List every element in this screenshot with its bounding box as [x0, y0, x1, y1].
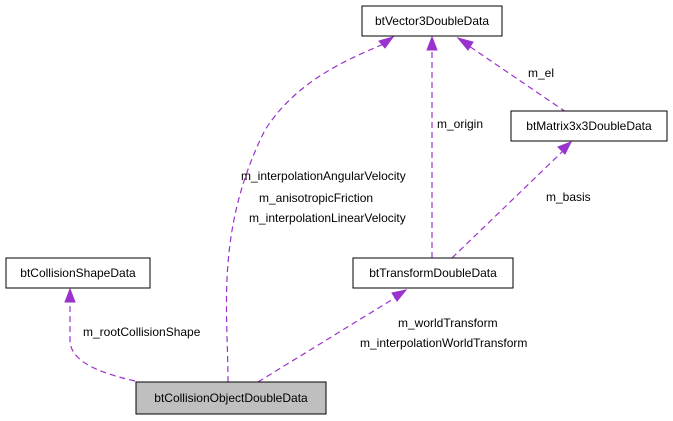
- edge-transform-to-matrix: [451, 149, 565, 259]
- label-interp-angular-velocity: m_interpolationAngularVelocity: [241, 169, 406, 183]
- label-world-transform: m_worldTransform: [398, 316, 498, 330]
- label-interp-linear-velocity: m_interpolationLinearVelocity: [249, 211, 406, 225]
- edge-labels: m_el m_origin m_basis m_interpolationAng…: [83, 66, 591, 350]
- arrowhead-vector3-right: [456, 37, 474, 51]
- arrowhead-shape: [64, 287, 76, 303]
- node-btcollisionshapedata[interactable]: btCollisionShapeData: [5, 257, 151, 289]
- label-anisotropic-friction: m_anisotropicFriction: [259, 191, 373, 205]
- edge-matrix-to-vector3: [465, 43, 567, 113]
- node-btmatrix3x3doubledata-label: btMatrix3x3DoubleData: [526, 119, 652, 133]
- arrowhead-matrix: [557, 141, 573, 155]
- edge-collisionobject-to-vector3: [225, 41, 389, 383]
- label-m-el: m_el: [528, 66, 554, 80]
- edge-collisionobject-to-shape: [69, 300, 136, 382]
- node-bttransformdoubledata-label: btTransformDoubleData: [369, 266, 497, 280]
- arrowhead-vector3-center: [426, 35, 438, 51]
- node-btvector3doubledata[interactable]: btVector3DoubleData: [361, 5, 503, 37]
- edge-collisionobject-to-transform: [257, 295, 399, 383]
- arrowhead-vector3-left: [378, 36, 395, 49]
- node-btcollisionobjectdoubledata[interactable]: btCollisionObjectDoubleData: [135, 381, 327, 415]
- node-btcollisionobjectdoubledata-label: btCollisionObjectDoubleData: [154, 391, 308, 405]
- label-m-origin: m_origin: [437, 117, 483, 131]
- edges: [64, 35, 573, 383]
- label-root-collision-shape: m_rootCollisionShape: [83, 325, 201, 339]
- node-btcollisionshapedata-label: btCollisionShapeData: [20, 266, 136, 280]
- arrowhead-transform: [391, 289, 408, 302]
- node-btvector3doubledata-label: btVector3DoubleData: [375, 14, 489, 28]
- node-bttransformdoubledata[interactable]: btTransformDoubleData: [352, 257, 514, 289]
- label-interp-world-transform: m_interpolationWorldTransform: [360, 336, 527, 350]
- node-btmatrix3x3doubledata[interactable]: btMatrix3x3DoubleData: [510, 110, 668, 142]
- label-m-basis: m_basis: [546, 190, 591, 204]
